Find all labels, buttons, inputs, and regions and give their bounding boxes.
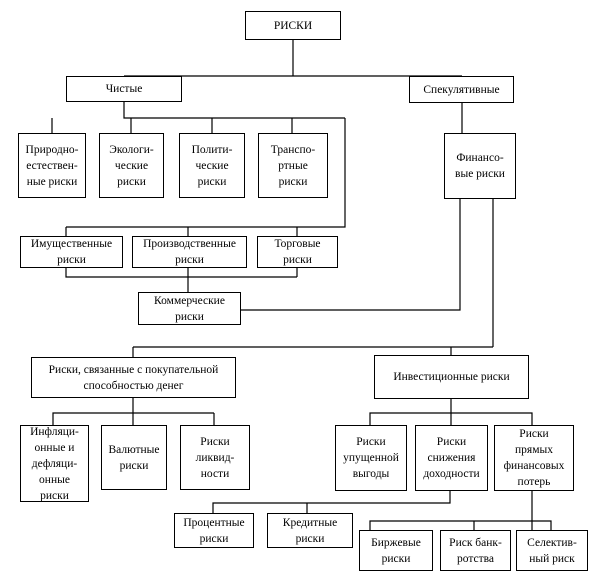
node-investment-risks: Инвестиционные риски (374, 355, 529, 399)
node-pure-risks: Чистые (66, 76, 182, 102)
node-risks: РИСКИ (245, 11, 341, 40)
node-transport-risks: Транспо- ртные риски (258, 133, 328, 198)
node-selective-risk: Селектив- ный риск (516, 530, 588, 571)
node-production-risks: Производственные риски (132, 236, 247, 268)
node-lost-profit-risks: Риски упущенной выгоды (335, 425, 407, 491)
connector-income-bar (212, 491, 451, 513)
node-interest-risks: Процентные риски (174, 513, 254, 548)
node-natural-risks: Природно- естествен- ные риски (18, 133, 86, 198)
node-inflation-risks: Инфляци- онные и дефляци- онные риски (20, 425, 89, 502)
node-direct-loss-risks: Риски прямых финансовых потерь (494, 425, 574, 491)
node-commercial-risks: Коммерческие риски (138, 292, 241, 325)
node-currency-risks: Валютные риски (101, 425, 167, 490)
node-exchange-risks: Биржевые риски (359, 530, 433, 571)
connector-investment-bar (369, 399, 452, 425)
node-credit-risks: Кредитные риски (267, 513, 353, 548)
node-trade-risks: Торговые риски (257, 236, 338, 268)
node-political-risks: Полити- ческие риски (179, 133, 245, 198)
connector-pure-bar (123, 102, 345, 119)
connector-direct-children (369, 491, 533, 530)
connector-purchasing-bar (52, 398, 134, 425)
node-financial-risks: Финансо- вые риски (444, 133, 516, 199)
node-purchasing-power-risks: Риски, связанные с покупательной способн… (31, 357, 236, 398)
connector-direct-bar (451, 412, 533, 425)
connector-commercial-bar (65, 268, 297, 278)
node-speculative-risks: Спекулятивные (409, 76, 514, 103)
node-property-risks: Имущественные риски (20, 236, 123, 268)
connector-pure-side (66, 118, 346, 228)
node-liquidity-risks: Риски ликвид- ности (180, 425, 250, 490)
node-ecological-risks: Экологи- ческие риски (99, 133, 164, 198)
connector-selective-bar (532, 520, 552, 530)
connector-financial-bar (241, 199, 461, 311)
node-income-decrease-risks: Риски снижения доходности (415, 425, 488, 491)
node-bankruptcy-risk: Риск банк- ротства (440, 530, 511, 571)
